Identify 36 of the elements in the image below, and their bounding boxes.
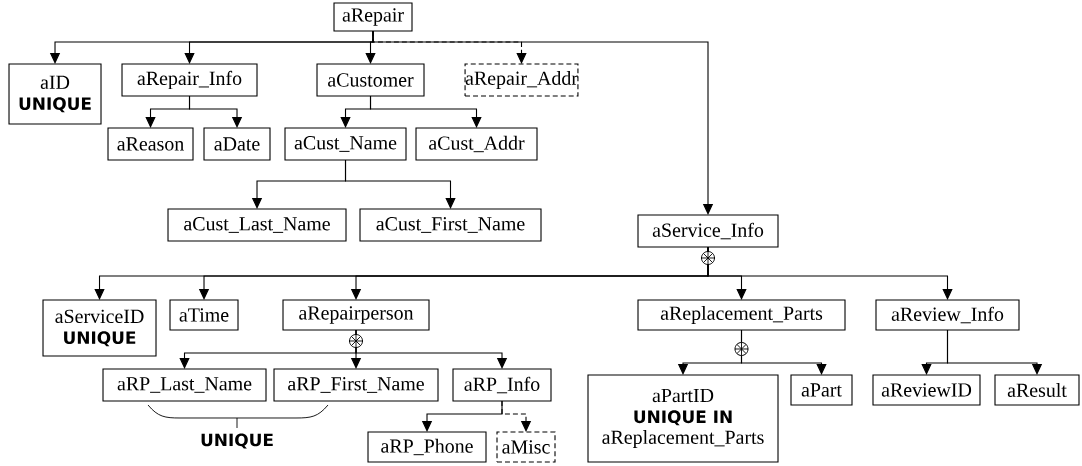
arrow <box>372 30 714 215</box>
field-box: aPart <box>790 374 853 406</box>
field-box: aRP_Last_Name <box>102 368 267 402</box>
field-box: aRepair <box>333 2 413 32</box>
arrow <box>707 246 953 300</box>
field-box: aReplacement_Parts <box>637 299 846 331</box>
field-box: aReviewID <box>872 374 981 406</box>
constraint-label: UNIQUE <box>201 433 273 449</box>
field-box: aCustomer <box>316 63 425 97</box>
field-box: aRepair_Info <box>121 63 258 97</box>
field-box: aRP_First_Name <box>273 368 439 402</box>
arrow <box>501 400 532 432</box>
field-box: aServiceID UNIQUE <box>42 299 157 357</box>
field-box: aRP_Info <box>452 368 552 402</box>
field-box: aTime <box>169 299 239 331</box>
field-box: aPartID UNIQUE IN aReplacement_Parts <box>587 374 779 463</box>
field-box: aCust_Last_Name <box>167 208 347 242</box>
field-box: aReview_Info <box>875 299 1020 331</box>
field-box: aService_Info <box>637 214 779 248</box>
field-box: aCust_First_Name <box>359 208 542 242</box>
arrow <box>946 329 1043 375</box>
arrow <box>740 329 827 375</box>
arrow <box>344 159 456 209</box>
field-box: aCust_Name <box>284 127 407 161</box>
arrow <box>188 95 243 128</box>
field-box: aDate <box>203 127 271 161</box>
arrow <box>355 329 508 369</box>
field-box: aRP_Phone <box>367 431 487 463</box>
field-box: aMisc <box>496 431 556 463</box>
field-box: aCust_Addr <box>415 127 538 161</box>
field-box: aReason <box>107 127 194 161</box>
field-box: aRepair_Addr <box>464 63 579 97</box>
field-box: aResult <box>994 374 1080 406</box>
field-box: aRepairperson <box>282 299 430 331</box>
arrow <box>369 95 482 128</box>
field-box: aID UNIQUE <box>8 63 102 125</box>
